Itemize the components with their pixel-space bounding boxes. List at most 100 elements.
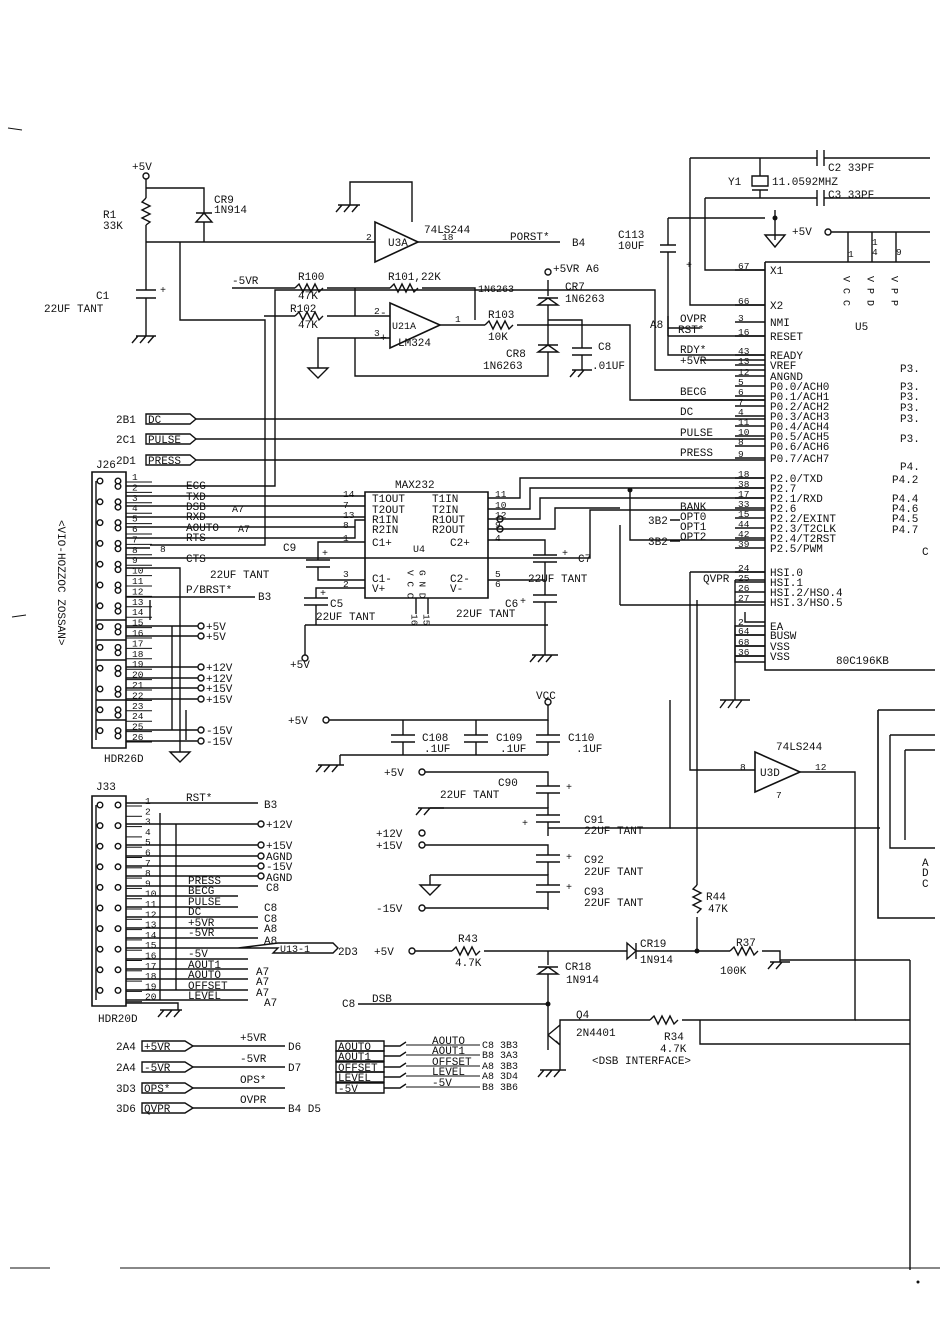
svg-text:PRESS: PRESS [680,448,713,460]
svg-text:4.7K: 4.7K [660,1044,687,1056]
svg-text:PULSE: PULSE [680,428,713,440]
svg-text:U21A: U21A [392,322,416,333]
svg-text:22UF TANT: 22UF TANT [210,570,270,582]
j33-pin-number: 4 [145,827,151,838]
reset-circuit: +5V R1 33K CR9 1N914 C1 22UF TANT + [44,162,375,546]
u5-pin-number: 36 [738,647,750,658]
j33-pin-number: 19 [145,981,157,992]
svg-text:3B2: 3B2 [648,537,668,549]
j33-pin-number: 7 [145,858,151,869]
j26-pin-number: 25 [132,722,144,733]
svg-text:P/BRST*: P/BRST* [186,585,232,597]
svg-text:CR7: CR7 [565,282,585,294]
u5-pin-label: P0.3/ACH3 [770,412,829,424]
svg-text:C8: C8 [264,903,277,915]
svg-text:B3: B3 [258,592,271,604]
svg-text:PORST*: PORST* [510,232,550,244]
offpage-dest: D7 [288,1063,301,1075]
svg-text:74LS244: 74LS244 [424,225,471,237]
max232-pin-number: 9 [495,520,501,531]
svg-text:RST*: RST* [186,793,212,805]
max232-pin-number: 13 [343,510,355,521]
svg-text:CTS: CTS [186,554,206,566]
j26-pin-number: 11 [132,576,144,587]
svg-text:1: 1 [872,237,878,248]
svg-text:P4.2: P4.2 [892,475,918,487]
svg-text:Y1: Y1 [728,177,742,189]
max232-pin-label: V+ [372,584,385,596]
max232-pin-number: 10 [495,500,507,511]
svg-text:OPT0: OPT0 [680,512,706,524]
svg-text:<DSB INTERFACE>: <DSB INTERFACE> [592,1056,691,1068]
svg-text:+5VR: +5VR [680,356,707,368]
u5-pin-number: 17 [738,489,749,500]
j26-pin-number: 3 [132,493,138,504]
svg-text:1: 1 [455,314,461,325]
u5-pin-label: RESET [770,332,803,344]
u5-pin-number: 6 [738,387,744,398]
svg-text:ECG: ECG [186,481,206,493]
u5-pin-label: P2.3/T2CLK [770,524,836,536]
u5-pin-number: 64 [738,626,750,637]
svg-text:BECG: BECG [188,886,214,898]
u5-pin-number: 24 [738,563,750,574]
j33-pin-number: 12 [145,909,157,920]
j26-pin-number: 5 [132,514,138,525]
max232-pin-label: R2IN [372,525,398,537]
svg-text:80C196KB: 80C196KB [836,656,889,668]
input-ref: 2D1 [116,456,136,468]
offpage-ref: 2A4 [116,1063,136,1075]
svg-text:16: 16 [409,614,420,626]
svg-text:C8: C8 [598,342,611,354]
svg-text:AGND: AGND [266,852,293,864]
u5-pin-label: P0.0/ACH0 [770,382,829,394]
svg-text:OPT2: OPT2 [680,532,706,544]
aout-label: -5V [338,1084,358,1096]
j33-pin-number: 15 [145,940,157,951]
svg-text:C91: C91 [584,815,604,827]
svg-text:+5VR: +5VR [188,918,215,930]
svg-text:<VIO-HOZZOC ZOSSAN>: <VIO-HOZZOC ZOSSAN> [54,520,66,645]
svg-text:.1UF: .1UF [500,744,526,756]
u5-pin-label: HSI.2/HSO.4 [770,588,843,600]
svg-text:.01UF: .01UF [592,361,625,373]
u5-pin-number: 10 [738,427,750,438]
connector-j26: J26 123456789101112131415161718192021222… [54,289,765,766]
svg-text:C1: C1 [96,291,110,303]
max232-pin-label: T1OUT [372,494,405,506]
aout-net: -5V [432,1078,452,1090]
j26-pin-number: 20 [132,670,144,681]
cap-c1 [136,289,156,299]
svg-text:BECG: BECG [680,387,706,399]
max232-pin-label: C1+ [372,538,392,550]
rail-label: +12V [206,663,233,675]
svg-text:P3.: P3. [900,364,920,376]
j26-pin-number: 19 [132,659,144,670]
offpage-label: +5VR [144,1042,171,1054]
j26-pin-number: 8 [132,545,138,556]
u5-pin-number: 25 [738,573,750,584]
svg-text:9: 9 [896,247,902,258]
svg-text:3: 3 [374,328,380,339]
offpage-label: QVPR [144,1104,171,1116]
u5-pin-label: P0.2/ACH2 [770,402,829,414]
svg-text:-15V: -15V [266,862,293,874]
svg-text:C9: C9 [283,543,296,555]
u5-pin-number: 66 [738,296,750,307]
cap-c2 [816,150,825,166]
svg-text:MAX232: MAX232 [395,480,435,492]
j33-pin-number: 8 [145,868,151,879]
offpage-net: OPS* [240,1075,266,1087]
u5-pin-number: 15 [738,509,750,520]
svg-text:1N914: 1N914 [640,955,673,967]
svg-text:P4.: P4. [900,462,920,474]
svg-text:OPT1: OPT1 [680,522,707,534]
rail-label: +5V [206,622,226,634]
j26-pin-number: 10 [132,566,144,577]
max232-pin-label: R1IN [372,515,398,527]
buffer-u3a: U3A 74LS244 2 18 PORST* B4 [335,181,586,264]
u5-pin-label: P0.4/ACH4 [770,422,830,434]
u5-pin-number: 16 [738,327,750,338]
